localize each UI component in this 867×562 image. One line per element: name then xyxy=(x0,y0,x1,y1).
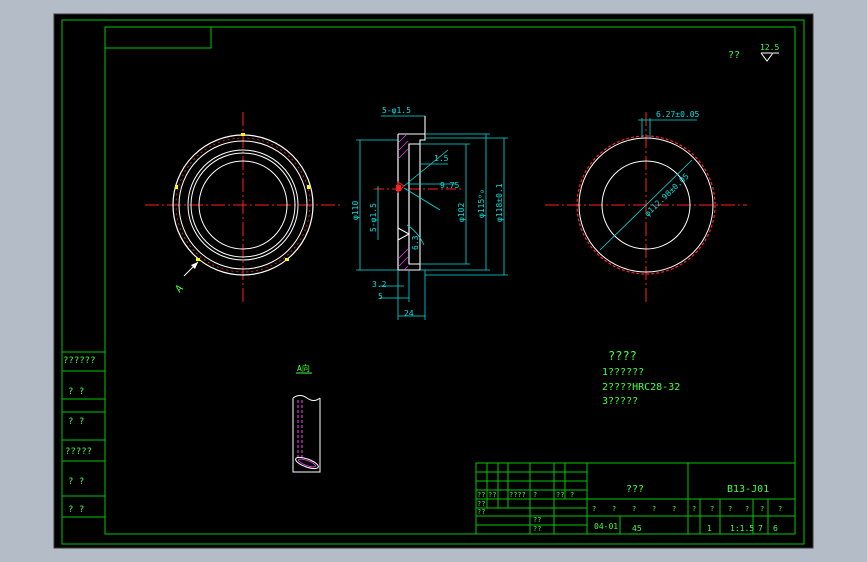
outer-frame xyxy=(61,19,805,545)
hole-marker xyxy=(396,185,401,191)
dim-3-2: 3.2 xyxy=(372,280,387,289)
dim-5: 5 xyxy=(378,292,383,301)
roughness-label: ?? xyxy=(728,50,740,61)
tb-label-8: ?? xyxy=(477,508,485,516)
drawing-number: B13-J01 xyxy=(727,484,769,495)
material-value: 45 xyxy=(632,524,642,533)
tb-label-1: ?? xyxy=(477,491,485,499)
roughness-symbol xyxy=(760,52,779,62)
left-cell-2: ? ? xyxy=(68,387,84,397)
dim-d102: φ102 xyxy=(457,203,466,222)
right-pitch-circle xyxy=(578,137,714,273)
front-inner-circle xyxy=(198,160,288,250)
hole-section-bottom xyxy=(397,227,411,241)
drawing-code: 04-01 xyxy=(594,522,618,531)
note-1: 1?????? xyxy=(602,367,644,378)
technical-notes: ???? 1?????? 2????HRC28-32 3????? xyxy=(602,349,680,407)
sheet-number: 6 xyxy=(773,524,778,533)
dim-d115: φ115⁰₀ xyxy=(477,189,486,218)
top-left-code-box xyxy=(105,27,212,49)
left-cell-3: ? ? xyxy=(68,417,84,427)
notes-title: ???? xyxy=(608,349,637,363)
detail-slot xyxy=(295,456,319,470)
dim-9-75: 9.75 xyxy=(440,181,459,190)
dim-6-27: 6.27±0.05 xyxy=(656,110,700,119)
detail-slot-inner xyxy=(298,458,316,468)
sheet-label-7: ? xyxy=(710,505,714,513)
right-outer-circle xyxy=(576,135,716,275)
view-arrow-a-head xyxy=(191,262,198,269)
sheet-label-4: ? xyxy=(652,505,656,513)
tb-label-2: ?? xyxy=(488,491,496,499)
front-third-circle xyxy=(187,149,299,261)
tb-label-9: ?? xyxy=(533,516,541,524)
dim-d118: φ118±0.1 xyxy=(495,183,504,222)
tb-label-4: ? xyxy=(533,491,537,499)
dim-6-3: 6.3 xyxy=(411,235,420,250)
detail-view-a[interactable]: A向 xyxy=(292,363,321,473)
sheet-label-11: ? xyxy=(778,505,782,513)
dim-d110: φ110 xyxy=(351,201,360,220)
sheet-label-5: ? xyxy=(672,505,676,513)
left-cell-1: ?????? xyxy=(63,356,96,366)
sheet-label-8: ? xyxy=(728,505,732,513)
tb-label-6: ? xyxy=(570,491,574,499)
part-name: ??? xyxy=(626,484,644,495)
quantity-value: 1 xyxy=(707,524,712,533)
sheet-label-9: ? xyxy=(745,505,749,513)
drawing-paper[interactable] xyxy=(53,13,814,549)
front-view[interactable]: A xyxy=(145,112,343,305)
left-cell-4: ????? xyxy=(65,447,92,457)
note-3: 3????? xyxy=(602,396,638,407)
left-cell-5: ? ? xyxy=(68,477,84,487)
left-side-cells xyxy=(62,351,105,518)
scale-value: 1:1.5 xyxy=(730,524,754,533)
inner-frame xyxy=(104,26,796,535)
tb-label-5: ?? xyxy=(556,491,564,499)
section-hatching xyxy=(398,134,409,271)
tb-label-3: ???? xyxy=(509,491,526,499)
dim-holes-side: 5-φ1.5 xyxy=(369,203,378,232)
sheet-total: 7 xyxy=(758,524,763,533)
section-view[interactable]: 5-φ1.5 φ110 5-φ1.5 φ102 φ115⁰₀ φ118±0.1 … xyxy=(351,106,508,320)
section-dimension-lines xyxy=(356,115,508,320)
front-hole-pitch-circle xyxy=(175,137,311,273)
sheet-label-10: ? xyxy=(760,505,764,513)
detail-body xyxy=(292,398,321,473)
tb-label-10: ?? xyxy=(533,525,541,533)
detail-view-label: A向 xyxy=(297,363,310,373)
dim-holes-top: 5-φ1.5 xyxy=(382,106,411,115)
left-cell-6: ? ? xyxy=(68,505,84,515)
dim-1-5: 1.5 xyxy=(434,154,449,163)
front-second-circle xyxy=(178,140,308,270)
right-diameter-line xyxy=(599,159,693,251)
dim-24: 24 xyxy=(404,309,414,318)
right-inner-circle xyxy=(601,160,691,250)
front-fourth-circle xyxy=(190,152,296,258)
sheet-label-1: ? xyxy=(592,505,596,513)
detail-break-line xyxy=(292,395,321,401)
note-2: 2????HRC28-32 xyxy=(602,382,680,393)
sheet-label-2: ? xyxy=(612,505,616,513)
title-block[interactable] xyxy=(475,462,796,535)
front-hole-marks xyxy=(175,133,310,261)
sheet-label-3: ? xyxy=(632,505,636,513)
sheet-label-6: ? xyxy=(692,505,696,513)
tb-label-7: ?? xyxy=(477,500,485,508)
roughness-value: 12.5 xyxy=(760,43,779,52)
